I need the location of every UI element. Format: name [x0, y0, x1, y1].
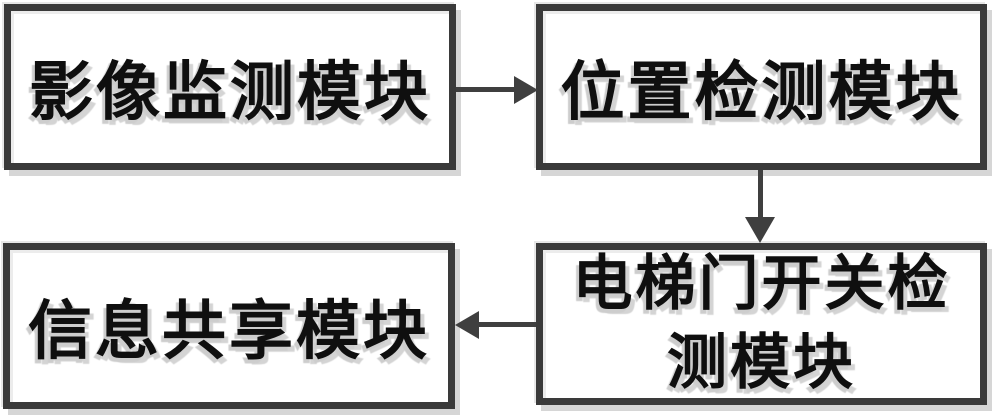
node-information-sharing-label: 信息共享模块	[28, 294, 430, 369]
arrow-left-icon	[455, 311, 479, 339]
arrow-line-position-to-door	[758, 170, 763, 220]
node-elevator-door-label-line1: 电梯门开关检	[572, 249, 951, 319]
node-position-detection-module: 位置检测模块	[536, 4, 987, 170]
node-information-sharing-module: 信息共享模块	[3, 243, 455, 409]
arrow-down-icon	[745, 217, 775, 243]
node-image-monitoring-module: 影像监测模块	[4, 4, 456, 170]
arrow-line-image-to-position	[456, 87, 518, 92]
node-image-monitoring-label: 影像监测模块	[29, 55, 431, 130]
node-elevator-door-switch-detection-module: 电梯门开关检 测模块	[536, 243, 987, 405]
node-elevator-door-label-line2: 测模块	[667, 328, 856, 398]
arrow-line-door-to-sharing	[478, 322, 536, 327]
node-position-detection-label: 位置检测模块	[560, 55, 963, 130]
arrow-right-icon	[514, 76, 538, 104]
